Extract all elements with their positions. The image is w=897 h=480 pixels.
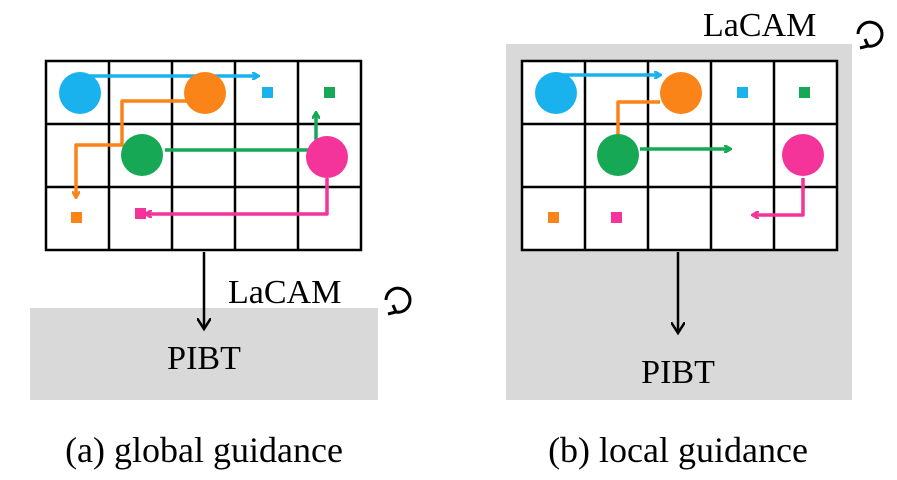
- pink-goal-b: [611, 212, 622, 223]
- blue-goal-a: [262, 87, 273, 98]
- pibt-label-a: PIBT: [167, 340, 241, 377]
- caption-b: (b) local guidance: [548, 430, 808, 470]
- caption-a: (a) global guidance: [65, 430, 343, 470]
- pink-agent-a: [306, 136, 348, 178]
- paths-a: [76, 76, 329, 214]
- green-goal-b: [799, 87, 810, 98]
- pink-path-a: [146, 178, 329, 214]
- blue-agent-b: [535, 72, 577, 114]
- agents-a: [59, 72, 348, 178]
- pink-agent-b: [782, 134, 824, 176]
- panel-b: PIBT: [506, 7, 884, 470]
- green-agent-a: [121, 134, 163, 176]
- lacam-label-b: LaCAM: [703, 7, 816, 44]
- orange-goal-b: [548, 212, 559, 223]
- goals-a: [71, 87, 335, 223]
- loop-arrow-icon: [856, 20, 884, 50]
- pink-goal-a: [135, 208, 146, 219]
- lacam-label-a: LaCAM: [228, 274, 341, 311]
- pibt-label-b: PIBT: [641, 354, 715, 391]
- orange-agent-b: [660, 72, 702, 114]
- blue-goal-b: [737, 87, 748, 98]
- goals-b: [548, 87, 810, 223]
- blue-agent-a: [59, 72, 101, 114]
- orange-path-a: [76, 99, 190, 197]
- orange-path-b: [618, 100, 660, 142]
- paths-b: [556, 75, 805, 215]
- orange-goal-a: [71, 212, 82, 223]
- green-agent-b: [597, 134, 639, 176]
- loop-arrow-icon: [384, 286, 412, 316]
- panel-a: PIBT: [30, 59, 412, 470]
- orange-agent-a: [184, 72, 226, 114]
- green-goal-a: [324, 87, 335, 98]
- agents-b: [535, 72, 824, 176]
- pink-path-b: [753, 178, 805, 215]
